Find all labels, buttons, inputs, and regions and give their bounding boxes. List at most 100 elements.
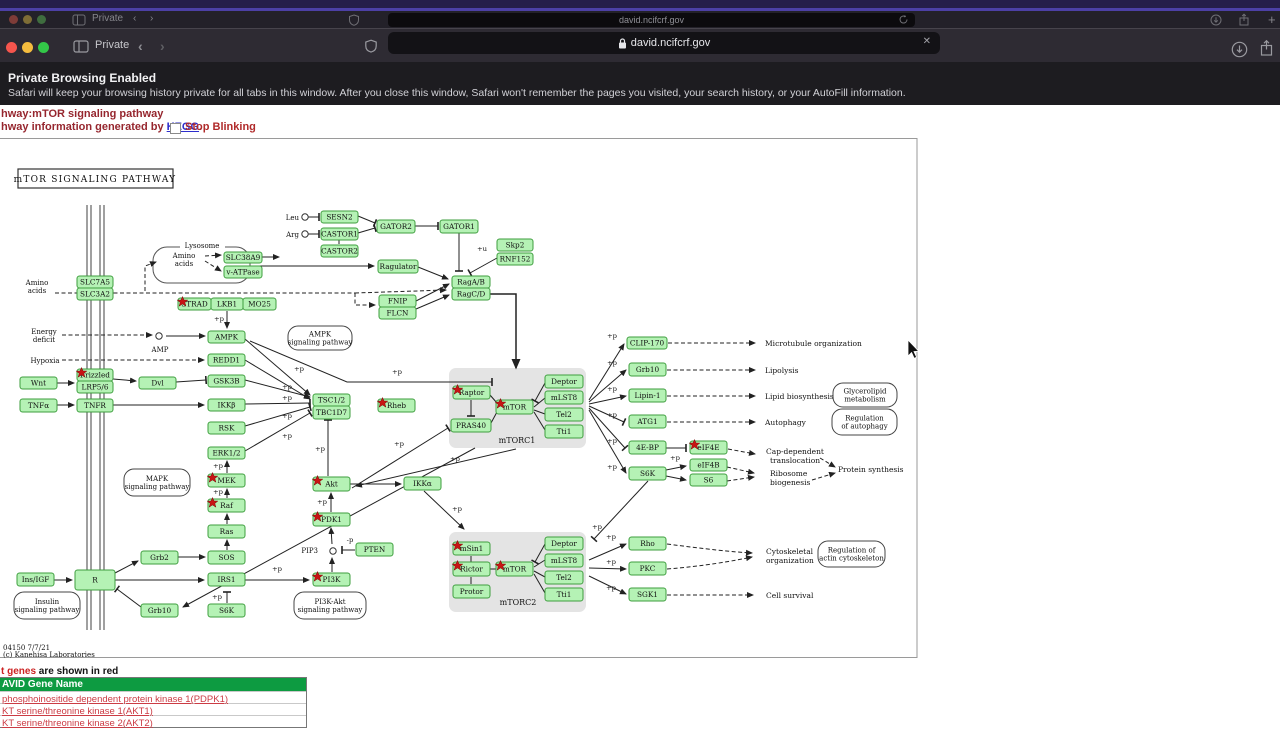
gene-link[interactable]: phosphoinositide dependent protein kinas…	[2, 694, 229, 705]
node-tel2[interactable]	[544, 570, 584, 585]
node-grb10[interactable]	[140, 603, 179, 618]
background-url-field[interactable]: david.ncifcrf.gov	[388, 13, 915, 27]
new-tab-icon[interactable]: +	[1268, 12, 1276, 27]
node-redd1[interactable]	[207, 353, 246, 367]
node-mek[interactable]	[207, 473, 246, 488]
pathway-ref-regulation[interactable]	[831, 408, 898, 436]
node-skp2[interactable]	[496, 238, 534, 252]
background-window-titlebar[interactable]: Private ‹ › david.ncifcrf.gov +	[0, 11, 1280, 28]
node-mlst8[interactable]	[544, 390, 584, 405]
background-close-button[interactable]	[9, 15, 18, 24]
node-tnf[interactable]	[19, 398, 58, 413]
node-mo25[interactable]	[242, 297, 277, 311]
zoom-button[interactable]	[38, 42, 49, 53]
node-rheb[interactable]	[377, 398, 416, 413]
downloads-button[interactable]	[1231, 41, 1248, 58]
node-ikk[interactable]	[207, 398, 246, 412]
node-irs1[interactable]	[207, 572, 246, 587]
node-rnf152[interactable]	[496, 252, 534, 266]
stop-blinking-checkbox[interactable]	[170, 123, 181, 134]
shield-icon[interactable]	[348, 14, 360, 26]
node-mtor[interactable]	[495, 561, 534, 577]
node-rsk[interactable]	[207, 421, 246, 435]
share-button[interactable]	[1259, 39, 1274, 57]
node-pkc[interactable]	[628, 561, 667, 576]
node-pras40[interactable]	[450, 418, 492, 433]
node-lrp5-6[interactable]	[76, 380, 114, 394]
pathway-ref-regulation-of[interactable]	[817, 540, 886, 568]
pathway-ref-glycerolipid[interactable]	[832, 382, 898, 408]
node-clip-170[interactable]	[626, 336, 668, 350]
node-rictor[interactable]	[452, 561, 491, 577]
back-icon[interactable]: ‹	[133, 13, 137, 24]
safari-toolbar[interactable]: Private ‹ › david.ncifcrf.gov ✕	[0, 28, 1280, 81]
node-deptor[interactable]	[544, 536, 584, 551]
node-tti1[interactable]	[544, 587, 584, 602]
node-sesn2[interactable]	[320, 210, 359, 224]
node-slc3a2[interactable]	[76, 287, 114, 301]
downloads-icon[interactable]	[1210, 14, 1222, 26]
share-icon[interactable]	[1238, 13, 1250, 27]
node-grb10[interactable]	[628, 362, 667, 377]
node-s6k[interactable]	[207, 603, 246, 618]
node-castor2[interactable]	[320, 244, 359, 258]
background-zoom-button[interactable]	[37, 15, 46, 24]
node-deptor[interactable]	[544, 374, 584, 389]
node-tel2[interactable]	[544, 407, 584, 422]
minimize-button[interactable]	[22, 42, 33, 53]
node-sos[interactable]	[207, 550, 246, 565]
node-ragulator[interactable]	[377, 259, 419, 274]
forward-button[interactable]: ›	[160, 38, 165, 54]
node-grb2[interactable]	[140, 550, 179, 565]
node-mtor[interactable]	[495, 399, 534, 415]
node-msin1[interactable]	[452, 541, 491, 556]
node-slc38a9[interactable]	[223, 251, 263, 264]
node-pdk1[interactable]	[312, 512, 351, 527]
pathway-ref-ampk[interactable]	[287, 325, 353, 351]
node-ikk[interactable]	[403, 476, 442, 491]
node-4e-bp[interactable]	[628, 440, 667, 455]
node-tnfr[interactable]	[76, 398, 114, 413]
pathway-ref-mapk[interactable]	[123, 468, 191, 497]
node-sgk1[interactable]	[628, 587, 667, 602]
pathway-ref-pi3k-akt[interactable]	[293, 591, 367, 620]
node-raptor[interactable]	[452, 385, 491, 400]
node-tbc1d7[interactable]	[312, 405, 351, 420]
node-mlst8[interactable]	[544, 553, 584, 568]
node-erk1-2[interactable]	[207, 446, 246, 460]
node-pi3k[interactable]	[312, 572, 351, 587]
node-atg1[interactable]	[628, 414, 667, 429]
node-pten[interactable]	[355, 542, 394, 557]
node-ampk[interactable]	[207, 330, 246, 344]
node-gator2[interactable]	[376, 219, 416, 234]
node-ragc-d[interactable]	[451, 287, 491, 301]
node-ins-igf[interactable]	[16, 572, 55, 587]
node-wnt[interactable]	[19, 376, 58, 390]
clear-url-button[interactable]: ✕	[922, 36, 931, 47]
node-protor[interactable]	[452, 584, 491, 599]
sidebar-icon[interactable]	[72, 14, 86, 26]
forward-icon[interactable]: ›	[150, 13, 154, 24]
sidebar-icon[interactable]	[73, 40, 89, 53]
node-r[interactable]	[74, 569, 116, 591]
node-s6k[interactable]	[628, 466, 667, 481]
node-v-atpase[interactable]	[223, 265, 263, 279]
node-castor1[interactable]	[320, 227, 359, 241]
node-dvl[interactable]	[138, 376, 177, 390]
node-eif4b[interactable]	[689, 458, 728, 472]
node-lipin-1[interactable]	[628, 388, 667, 403]
pathway-ref-insulin[interactable]	[13, 591, 81, 620]
node-flcn[interactable]	[378, 306, 417, 320]
node-tti1[interactable]	[544, 424, 584, 439]
node-gator1[interactable]	[439, 219, 479, 234]
node-s6[interactable]	[689, 473, 728, 487]
url-field[interactable]: david.ncifcrf.gov ✕	[388, 32, 940, 54]
node-akt[interactable]	[312, 476, 351, 492]
node-raf[interactable]	[207, 498, 246, 513]
node-ras[interactable]	[207, 524, 246, 539]
background-minimize-button[interactable]	[23, 15, 32, 24]
close-button[interactable]	[6, 42, 17, 53]
back-button[interactable]: ‹	[138, 38, 143, 54]
node-gsk3b[interactable]	[207, 374, 246, 388]
